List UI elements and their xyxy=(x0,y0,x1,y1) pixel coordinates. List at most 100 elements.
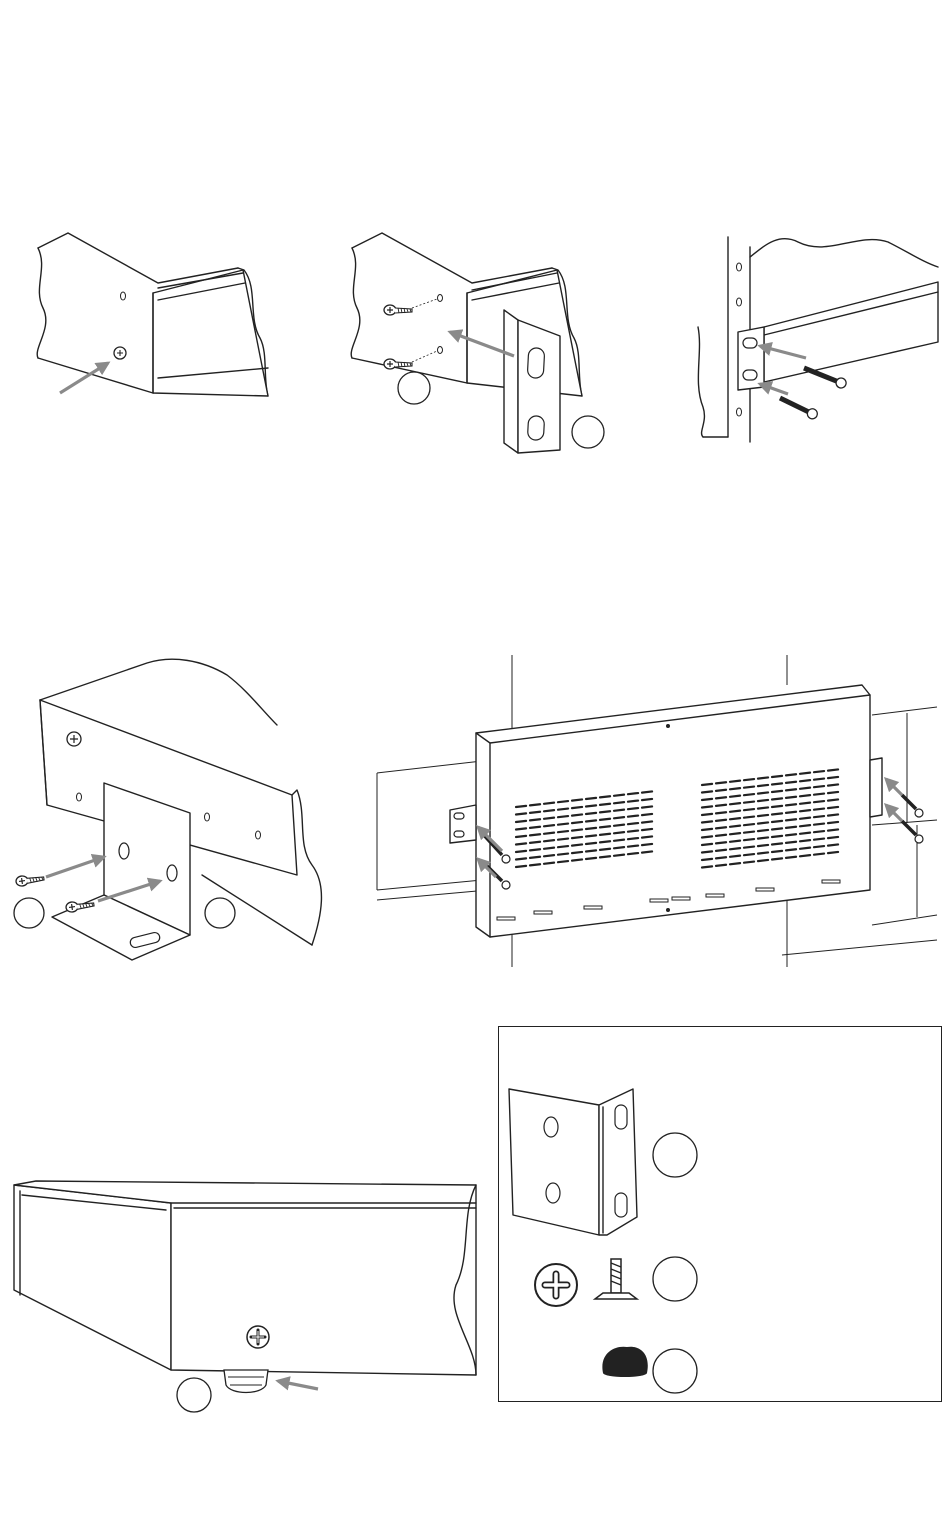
vent-slot xyxy=(814,839,824,840)
step-mount-on-wall xyxy=(372,655,942,970)
vent-slot xyxy=(586,850,596,851)
vent-slot xyxy=(702,791,712,792)
vent-slot xyxy=(744,809,754,810)
vent-slot xyxy=(786,827,796,828)
vent-slot xyxy=(786,804,796,805)
vent-slot xyxy=(716,865,726,866)
vent-slot xyxy=(828,844,838,845)
step-attach-feet xyxy=(6,1155,496,1425)
vent-slot xyxy=(702,836,712,837)
vent-slot xyxy=(716,782,726,783)
vent-slot xyxy=(586,805,596,806)
vent-slot xyxy=(586,798,596,799)
vent-slot xyxy=(642,799,652,800)
vent-slot xyxy=(572,844,582,845)
vent-slot xyxy=(772,783,782,784)
vent-slot xyxy=(544,863,554,864)
vent-slot xyxy=(558,846,568,847)
vent-slot xyxy=(642,791,652,792)
vent-slot xyxy=(586,828,596,829)
vent-slot xyxy=(828,807,838,808)
arrow-icon xyxy=(278,1381,318,1389)
vent-slot xyxy=(600,811,610,812)
vent-slot xyxy=(730,833,740,834)
rubber-foot-icon xyxy=(602,1347,647,1377)
vent-slot xyxy=(800,795,810,796)
vent-slot xyxy=(600,826,610,827)
vent-slot xyxy=(530,849,540,850)
vent-slot xyxy=(516,813,526,814)
vent-slot xyxy=(730,848,740,849)
vent-slot xyxy=(516,843,526,844)
vent-slot xyxy=(758,845,768,846)
bracket-bottom-illustration xyxy=(12,655,352,975)
vent-slot xyxy=(744,779,754,780)
vent-slot xyxy=(744,839,754,840)
vent-slot xyxy=(730,811,740,812)
vent-slot xyxy=(628,831,638,832)
vent-slot xyxy=(758,800,768,801)
vent-slot xyxy=(544,833,554,834)
vent-slot xyxy=(800,848,810,849)
vent-slot xyxy=(828,792,838,793)
callout-1 xyxy=(14,898,44,928)
vent-slot xyxy=(642,821,652,822)
arrow-icon xyxy=(46,857,104,877)
vent-slot xyxy=(786,842,796,843)
vent-slot xyxy=(586,820,596,821)
vent-slot xyxy=(614,795,624,796)
vent-slot xyxy=(786,774,796,775)
vent-slot xyxy=(702,821,712,822)
vent-slot xyxy=(744,802,754,803)
vent-slot xyxy=(702,851,712,852)
vent-slot xyxy=(572,799,582,800)
vent-slot xyxy=(828,784,838,785)
vent-slot xyxy=(642,844,652,845)
vent-slot xyxy=(628,853,638,854)
vent-slot xyxy=(628,816,638,817)
vent-slot xyxy=(758,852,768,853)
vent-slot xyxy=(628,823,638,824)
parts-legend-illustration xyxy=(499,1027,943,1403)
vent-slot xyxy=(730,788,740,789)
vent-slot xyxy=(730,803,740,804)
vent-slot xyxy=(772,791,782,792)
vent-slot xyxy=(530,864,540,865)
vent-slot xyxy=(800,825,810,826)
legend-callout-1 xyxy=(653,1133,697,1177)
vent-slot xyxy=(516,821,526,822)
vent-slot xyxy=(828,852,838,853)
vent-slot xyxy=(702,799,712,800)
vent-slot xyxy=(558,801,568,802)
step-attach-bracket-bottom xyxy=(12,655,352,975)
vent-slot xyxy=(716,797,726,798)
vent-slot xyxy=(744,854,754,855)
panel-screw-icon xyxy=(67,732,81,746)
vent-slot xyxy=(800,855,810,856)
screw-icon xyxy=(15,873,44,887)
vent-slot xyxy=(642,806,652,807)
bracket-side-illustration xyxy=(342,228,612,458)
legend-callout-3 xyxy=(653,1349,697,1393)
vent-slot xyxy=(586,813,596,814)
vent-slot xyxy=(772,806,782,807)
vent-slot xyxy=(772,813,782,814)
vent-slot xyxy=(628,838,638,839)
vent-slot xyxy=(758,860,768,861)
vent-slot xyxy=(814,824,824,825)
vent-slot xyxy=(828,837,838,838)
vent-slot xyxy=(758,837,768,838)
vent-slot xyxy=(800,818,810,819)
vent-slot xyxy=(702,844,712,845)
vent-slot xyxy=(558,831,568,832)
vent-slot xyxy=(642,836,652,837)
vent-slot xyxy=(530,827,540,828)
vent-slot xyxy=(516,858,526,859)
vent-slot xyxy=(572,852,582,853)
phillips-screw-icon xyxy=(247,1326,269,1348)
vent-slot xyxy=(702,866,712,867)
vent-slot xyxy=(772,828,782,829)
vent-slot xyxy=(772,776,782,777)
vent-slot xyxy=(702,859,712,860)
vent-slot xyxy=(516,851,526,852)
